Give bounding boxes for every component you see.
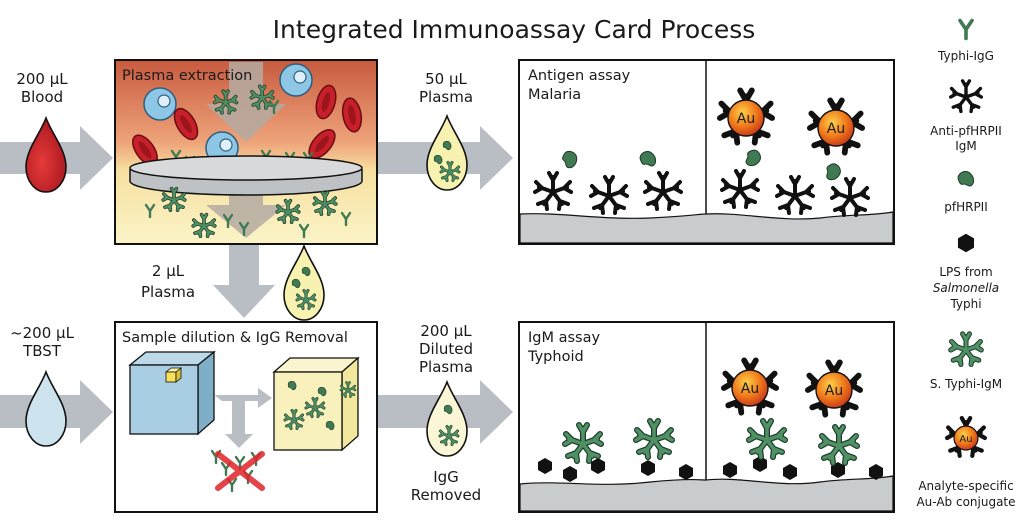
igg-removed-label-line2: Removed [411, 486, 481, 504]
gold-label: Au [827, 121, 845, 137]
sample-dilution-panel [114, 321, 378, 513]
legend-lps-icon [957, 233, 975, 253]
antigen-assay-panel: Au Au [518, 59, 895, 245]
legend-anti-pfhrp2-line1: Anti-pfHRPII [930, 124, 1002, 138]
gold-conjugate-2: Au [810, 100, 862, 152]
blood-label: Blood [21, 88, 63, 106]
buffer-volume-label: ~200 µL [10, 324, 75, 342]
diluted-plasma-label: Plasma [419, 358, 473, 376]
igm-assay-target: Typhoid [527, 349, 584, 365]
gold-label: Au [741, 381, 759, 397]
legend-lps-line3: Typhi [949, 297, 981, 311]
blood-drop [25, 115, 67, 193]
legend-typhi-igg-icon [958, 18, 974, 41]
legend-conjugate-icon: Au [947, 418, 985, 456]
legend-anti-pfhrp2-line2: IgM [955, 139, 977, 153]
legend-lps-line2: Salmonella [933, 281, 999, 295]
legend-pfhrp2-icon [955, 168, 976, 190]
gold-conjugate-3: Au [724, 360, 776, 412]
blood-volume-label: 200 µL [16, 70, 68, 88]
legend-s-typhi-igm: S. Typhi-IgM [930, 377, 1002, 391]
plasma-2-volume-label: 2 µL [152, 262, 185, 280]
diagram-title: Integrated Immunoassay Card Process [273, 15, 756, 44]
diluted-volume-label: 200 µL [420, 322, 472, 340]
plasma-50-label: Plasma [419, 88, 473, 106]
sample-dilution-label: Sample dilution & IgG Removal [122, 330, 348, 346]
igg-removed-label-line1: IgG [433, 468, 459, 486]
plasma-drop-50 [426, 113, 468, 191]
buffer-drop [25, 369, 67, 447]
gold-label: Au [825, 383, 843, 399]
arrow-extraction-to-dilution [213, 244, 275, 318]
antigen-assay-target: Malaria [528, 87, 581, 103]
legend-lps-line1: LPS from [939, 265, 992, 279]
plasma-extraction-panel [114, 59, 378, 245]
plasma-extraction-label: Plasma extraction [122, 68, 252, 84]
plasma-50-volume-label: 50 µL [425, 70, 467, 88]
legend-s-typhi-igm-icon [951, 334, 982, 365]
plasma-2-label: Plasma [141, 283, 195, 301]
legend-conjugate-gold-label: Au [959, 434, 972, 445]
diluted-label: Diluted [419, 340, 473, 358]
plasma-drop-2 [283, 243, 325, 321]
legend-conjugate-line2: Au-Ab conjugate [916, 495, 1015, 509]
gold-conjugate-1: Au [720, 90, 772, 142]
buffer-label: TBST [22, 342, 62, 360]
gold-conjugate-4: Au [808, 362, 860, 414]
legend: Typhi-IgG Anti-pfHRPII IgM pfHRPII LPS f… [916, 18, 1016, 509]
gold-label: Au [737, 111, 755, 127]
igm-assay-panel: Au Au [518, 321, 895, 513]
diluted-plasma-drop [426, 379, 468, 457]
legend-typhi-igg: Typhi-IgG [937, 49, 994, 63]
igm-assay-label: IgM assay [528, 330, 600, 346]
legend-pfhrp2: pfHRPII [944, 200, 988, 214]
legend-anti-pfhrp2-icon [949, 79, 983, 114]
antigen-assay-label: Antigen assay [528, 68, 631, 84]
legend-conjugate-line1: Analyte-specific [918, 479, 1013, 493]
